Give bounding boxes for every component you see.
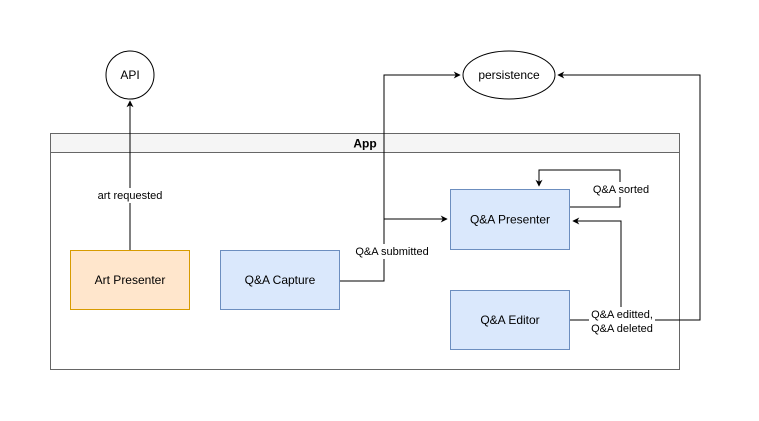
edge-qa-edited[interactable]: Q&A editted, Q&A deleted: [557, 71, 701, 335]
api-node-label: API: [120, 68, 139, 82]
persistence-node-label: persistence: [478, 68, 540, 82]
qa-capture-label: Q&A Capture: [245, 273, 316, 287]
qa-editor-node[interactable]: Q&A Editor: [450, 290, 570, 350]
qa-presenter-node[interactable]: Q&A Presenter: [450, 189, 570, 250]
edge-qa-sorted-label: Q&A sorted: [593, 184, 649, 196]
persistence-node[interactable]: persistence: [462, 50, 556, 100]
edge-qa-submitted[interactable]: Q&A submitted: [340, 71, 461, 282]
qa-capture-node[interactable]: Q&A Capture: [220, 250, 340, 310]
app-container-header: [50, 133, 680, 153]
api-node[interactable]: API: [105, 50, 155, 100]
edge-qa-sorted[interactable]: Q&A sorted: [535, 169, 652, 208]
art-presenter-label: Art Presenter: [95, 273, 166, 287]
app-container-title: App: [353, 137, 376, 151]
qa-presenter-label: Q&A Presenter: [470, 213, 550, 227]
edge-qa-edited-label-line2: Q&A deleted: [591, 323, 653, 335]
art-presenter-node[interactable]: Art Presenter: [70, 250, 190, 310]
qa-editor-label: Q&A Editor: [480, 313, 539, 327]
edge-art-requested-label: art requested: [98, 190, 163, 202]
edge-qa-submitted-label: Q&A submitted: [355, 246, 428, 258]
edge-art-requested[interactable]: art requested: [92, 100, 168, 250]
edge-qa-edited-label-line1: Q&A editted,: [591, 309, 653, 321]
